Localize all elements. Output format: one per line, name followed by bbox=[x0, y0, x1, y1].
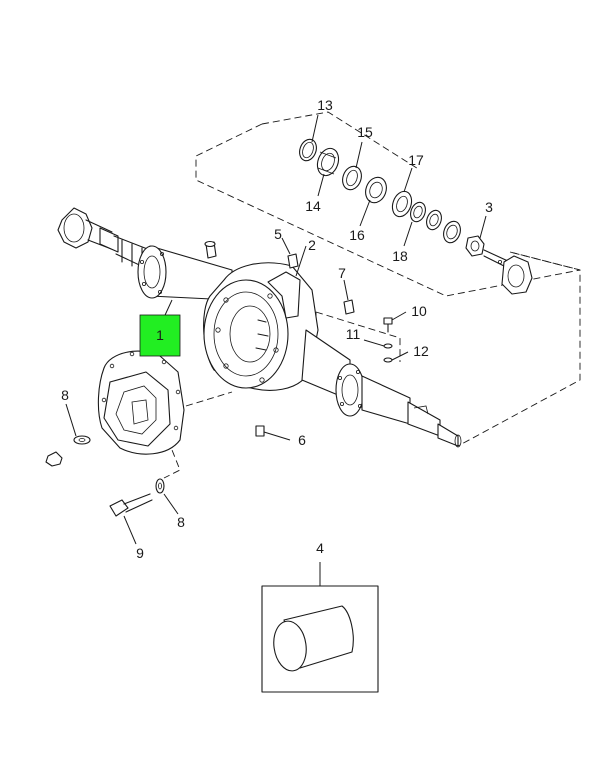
hardware bbox=[45, 240, 393, 517]
callout-2[interactable]: 2 bbox=[308, 237, 316, 253]
callout-4[interactable]: 4 bbox=[316, 540, 324, 556]
differential-cover bbox=[97, 350, 185, 455]
callout-5[interactable]: 5 bbox=[274, 226, 282, 242]
bearing-set bbox=[299, 138, 485, 257]
callout-11[interactable]: 11 bbox=[346, 326, 361, 342]
callout-13[interactable]: 13 bbox=[317, 97, 333, 113]
callout-8-lower[interactable]: 8 bbox=[177, 514, 185, 530]
leader-lines bbox=[65, 114, 487, 545]
callout-7[interactable]: 7 bbox=[338, 265, 346, 281]
callout-1[interactable]: 1 bbox=[156, 327, 164, 343]
callout-18[interactable]: 18 bbox=[392, 248, 408, 264]
right-axle-shaft bbox=[483, 249, 533, 295]
left-axle-shaft bbox=[57, 207, 151, 271]
callouts: 1 2 3 4 5 6 7 8 8 9 10 11 12 13 14 15 16… bbox=[61, 97, 493, 561]
callout-16[interactable]: 16 bbox=[349, 227, 365, 243]
callout-10[interactable]: 10 bbox=[411, 303, 427, 319]
callout-17[interactable]: 17 bbox=[408, 152, 424, 168]
callout-9[interactable]: 9 bbox=[136, 545, 144, 561]
inset-part-4 bbox=[261, 562, 379, 693]
callout-6[interactable]: 6 bbox=[298, 432, 306, 448]
callout-8-upper[interactable]: 8 bbox=[61, 387, 69, 403]
callout-3[interactable]: 3 bbox=[485, 199, 493, 215]
callout-12[interactable]: 12 bbox=[413, 343, 429, 359]
callout-14[interactable]: 14 bbox=[305, 198, 321, 214]
axle-housing bbox=[137, 245, 462, 448]
callout-15[interactable]: 15 bbox=[357, 124, 373, 140]
part-1-highlight[interactable] bbox=[139, 314, 181, 357]
